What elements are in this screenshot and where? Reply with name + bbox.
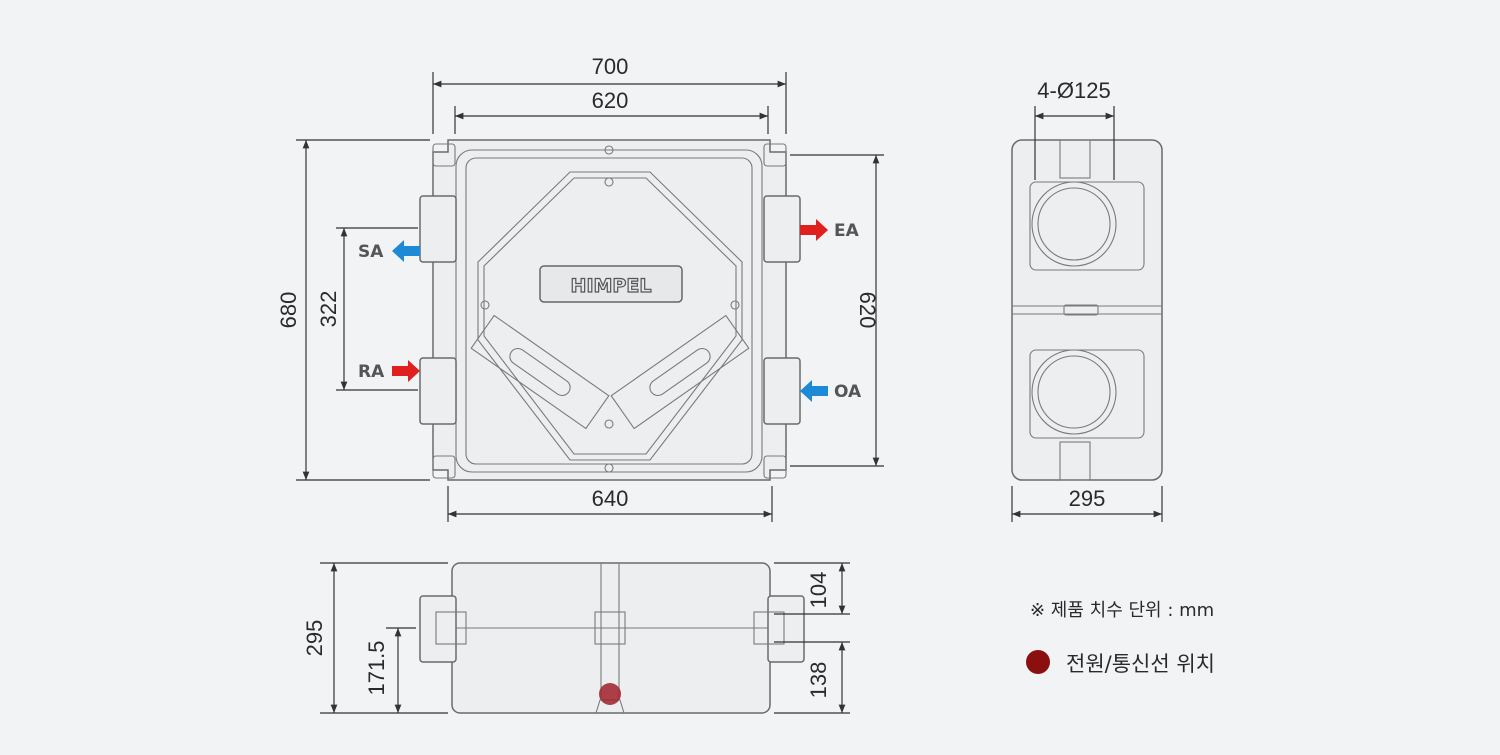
legend-label: 전원/통신선 위치 <box>1066 652 1215 676</box>
arrow-right-icon <box>392 360 420 382</box>
dim-680: 680 <box>276 292 301 329</box>
dim-138: 138 <box>806 662 831 699</box>
top-dimensions <box>296 72 884 522</box>
port-label-oa: OA <box>834 382 862 402</box>
dim-620-top: 620 <box>592 88 629 113</box>
power-cable-location <box>599 683 621 705</box>
front-dimensions <box>320 562 850 714</box>
dim-104: 104 <box>806 572 831 609</box>
arrow-left-icon <box>392 240 420 262</box>
dim-322: 322 <box>316 291 341 328</box>
dim-171-5: 171.5 <box>364 640 389 695</box>
arrow-left-icon <box>800 380 828 402</box>
side-dimensions <box>1011 106 1163 522</box>
dim-620-right: 620 <box>855 292 880 329</box>
dim-640: 640 <box>592 486 629 511</box>
arrow-right-icon <box>800 219 828 241</box>
dim-295-side: 295 <box>1069 486 1106 511</box>
dim-duct: 4-Ø125 <box>1037 78 1110 103</box>
port-label-sa: SA <box>358 242 384 262</box>
port-label-ra: RA <box>358 362 385 382</box>
dim-295-front: 295 <box>302 620 327 657</box>
top-view: HIMPEL <box>419 139 801 481</box>
brand-logo: HIMPEL <box>571 275 652 297</box>
unit-note: ※ 제품 치수 단위 : mm <box>1030 600 1215 621</box>
front-view <box>419 562 805 714</box>
port-label-ea: EA <box>834 221 860 241</box>
side-view <box>1011 139 1163 481</box>
legend-dot <box>1026 650 1050 674</box>
brand-plate <box>539 265 683 303</box>
dim-700: 700 <box>592 54 629 79</box>
